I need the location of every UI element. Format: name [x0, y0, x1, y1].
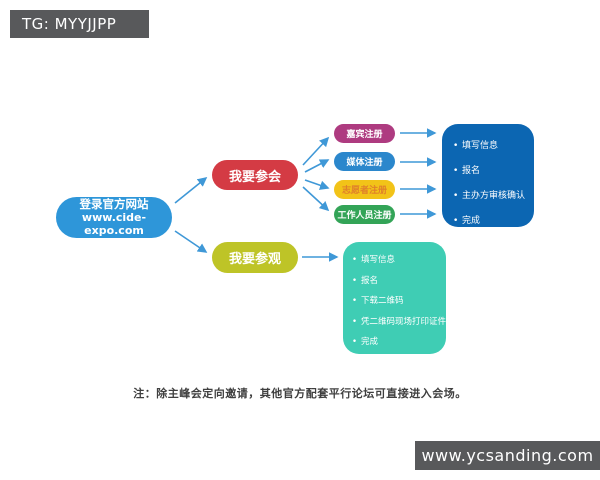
- watermark-top-left: TG: MYYJJPP: [10, 10, 149, 38]
- branch-visit-expo: 我要参观: [212, 242, 298, 273]
- attend-steps-box: 填写信息 报名 主办方审核确认 完成: [442, 124, 534, 227]
- footnote: 注：除主峰会定向邀请，其他官方配套平行论坛可直接进入会场。: [133, 387, 467, 400]
- branch-attend-conference: 我要参会: [212, 160, 298, 190]
- step-item: 主办方审核确认: [453, 191, 530, 201]
- step-item: 下载二维码: [352, 297, 444, 307]
- step-item: 完成: [352, 338, 444, 348]
- step-item: 凭二维码现场打印证件: [352, 317, 446, 327]
- registration-type-volunteer: 志愿者注册: [334, 180, 395, 199]
- arrow-attend-to-guest: [302, 136, 330, 166]
- arrow-attend-to-volunteer: [304, 179, 330, 190]
- visit-steps-list: 填写信息 报名 下载二维码 凭二维码现场打印证件 完成: [352, 256, 446, 348]
- step-item: 报名: [453, 166, 530, 176]
- registration-type-guest: 嘉宾注册: [334, 124, 395, 143]
- start-node-login-website: 登录官方网站 www.cide-expo.com: [56, 197, 172, 238]
- start-node-url: www.cide-expo.com: [81, 211, 147, 237]
- step-item: 完成: [453, 216, 530, 226]
- step-item: 填写信息: [453, 141, 530, 151]
- visit-steps-box: 填写信息 报名 下载二维码 凭二维码现场打印证件 完成: [343, 242, 446, 354]
- registration-type-staff: 工作人员注册: [334, 205, 395, 224]
- arrow-start-to-attend: [174, 176, 208, 204]
- registration-type-media: 媒体注册: [334, 152, 395, 171]
- watermark-bottom-right: www.ycsanding.com: [415, 441, 600, 470]
- arrow-attend-to-media: [304, 159, 330, 173]
- attend-steps-list: 填写信息 报名 主办方审核确认 完成: [453, 141, 530, 226]
- step-item: 填写信息: [352, 256, 444, 266]
- arrow-attend-to-staff: [302, 186, 330, 212]
- start-node-title: 登录官方网站: [79, 197, 149, 211]
- step-item: 报名: [352, 276, 444, 286]
- arrow-start-to-visit: [174, 230, 208, 253]
